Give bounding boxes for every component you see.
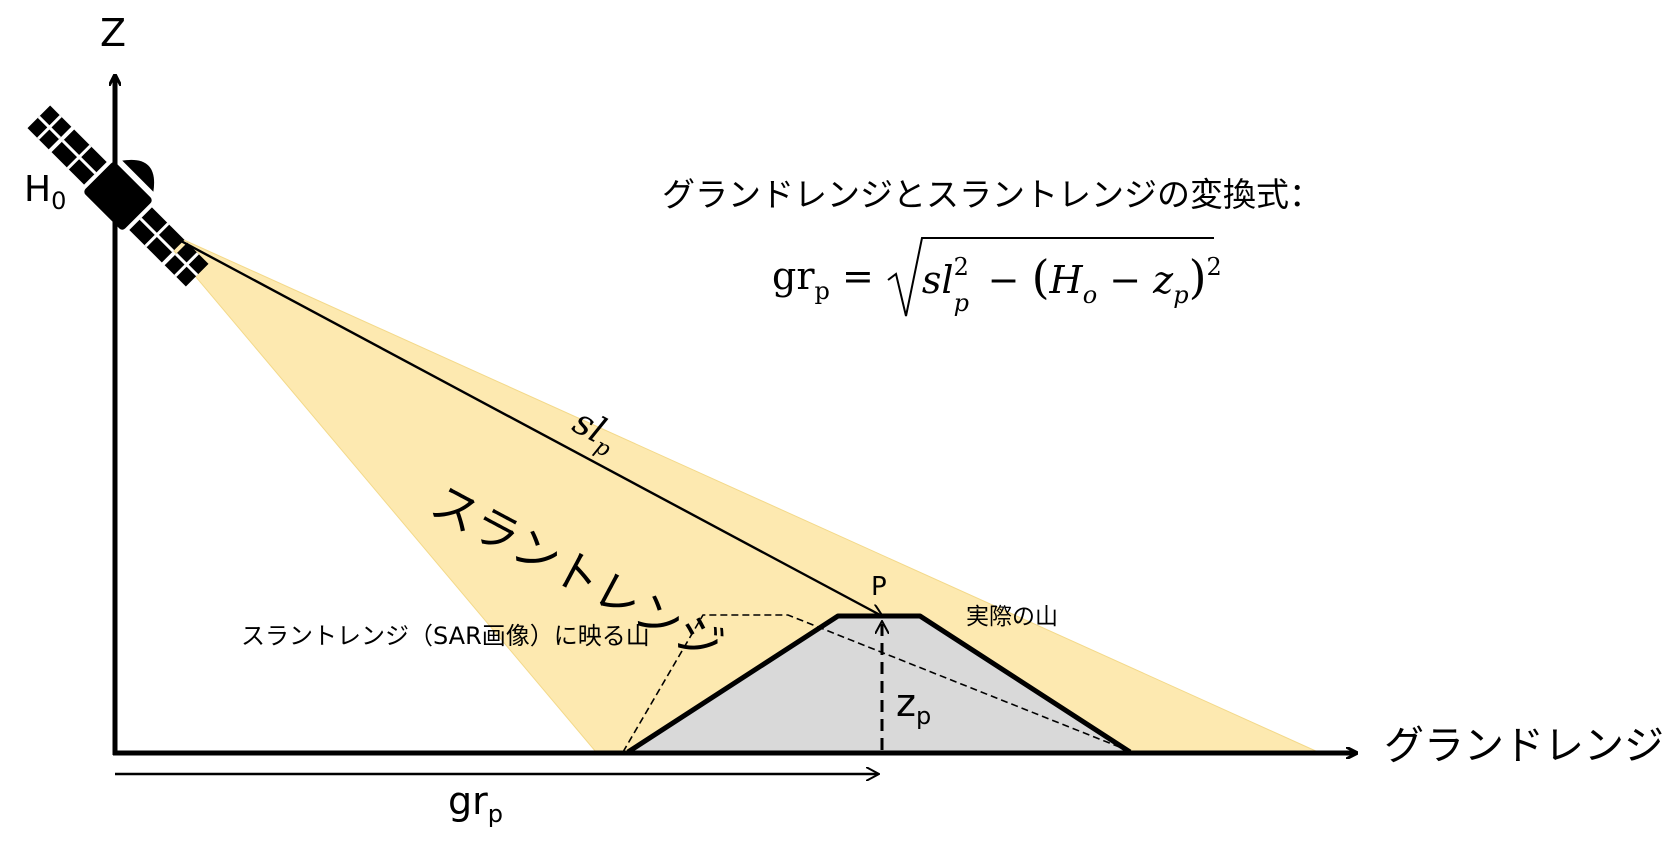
- formula-h: H: [1049, 258, 1083, 302]
- formula-sl-sub: p: [953, 289, 969, 317]
- formula-z-sub: p: [1173, 281, 1189, 309]
- zp-label: zp: [896, 684, 931, 728]
- actual-mountain-shape: [628, 616, 1130, 752]
- formula-lhs-sub: p: [814, 277, 830, 305]
- point-p-label: P: [871, 572, 887, 602]
- h0-main: H: [24, 169, 52, 210]
- formula-sl: sl: [921, 258, 954, 302]
- actual-mountain-label: 実際の山: [966, 604, 1058, 630]
- formula-h-sub: o: [1082, 281, 1098, 309]
- formula-sl-sup: 2: [953, 253, 969, 281]
- formula-z: z: [1153, 258, 1174, 302]
- formula-title: グランドレンジとスラントレンジの変換式：: [662, 175, 1322, 214]
- sar-mountain-label: スラントレンジ（SAR画像）に映る山: [241, 622, 650, 650]
- zp-main: z: [896, 681, 916, 725]
- satellite-icon: [27, 105, 209, 287]
- grp-sub: p: [487, 800, 503, 828]
- h0-sub: 0: [51, 187, 67, 215]
- ground-range-label: グランドレンジ: [1384, 723, 1664, 769]
- sar-mountain-outline: [622, 614, 1133, 753]
- grp-label: grp: [448, 782, 503, 826]
- slant-range-line: [152, 224, 882, 616]
- formula-paren-open: (: [1031, 250, 1050, 304]
- h0-label: H0: [24, 169, 67, 215]
- formula-outer-sup: 2: [1206, 253, 1222, 281]
- formula-minus-1: −: [987, 258, 1020, 302]
- zp-sub: p: [915, 702, 932, 730]
- grp-main: gr: [448, 779, 488, 823]
- sqrt-sign: [887, 237, 1214, 317]
- formula-equals: =: [841, 254, 874, 298]
- formula-minus-2: −: [1109, 258, 1142, 302]
- formula-paren-close: ): [1188, 250, 1207, 304]
- z-axis-label: Z: [100, 11, 127, 55]
- formula-lhs: gr: [772, 254, 815, 298]
